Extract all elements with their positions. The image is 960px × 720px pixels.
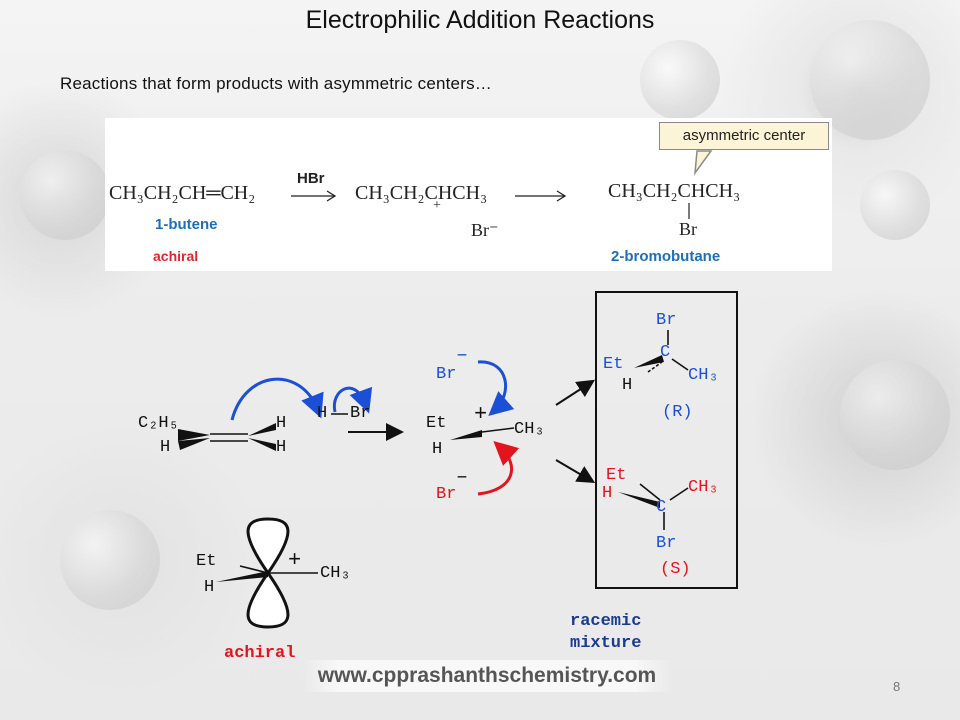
product-formula: CH₃CH₂CHCH₃ [608, 180, 741, 202]
product-arrow-s [555, 459, 596, 484]
wedge-bond [248, 438, 276, 451]
slide-subtitle: Reactions that form products with asymme… [60, 74, 492, 93]
reactant-formula: CH₃CH₂CH═CH₂ [109, 182, 256, 204]
reaction-arrows [291, 150, 713, 219]
background-bubble [840, 360, 950, 470]
s-product-carbon: C [656, 498, 667, 517]
cation-charge: + [474, 402, 488, 427]
footer-url[interactable]: www.cpprashanthschemistry.com [302, 660, 672, 692]
planar-charge: + [288, 548, 302, 573]
single-bond [481, 427, 515, 433]
cation-ethyl: Et [426, 414, 447, 433]
intermediate-formula: CH₃CH₂CHCH₃ [355, 182, 488, 204]
page-number: 8 [893, 679, 901, 694]
reactant-name: 1-butene [155, 216, 218, 233]
s-product-methyl: CH₃ [688, 478, 719, 497]
wedge-bond [450, 430, 482, 440]
single-bond [639, 483, 661, 501]
racemic-products-box [595, 291, 738, 589]
alkene-h-bottom-right: H [276, 438, 287, 457]
s-product-bromine: Br [656, 534, 677, 553]
alkene-ethyl: C₂H₅ [138, 414, 179, 433]
wedge-bond [248, 423, 276, 436]
reaction-panel: asymmetric center CH₃CH₂CH═CH₂ HBr CH₃CH… [105, 118, 832, 271]
s-configuration-label: (S) [660, 560, 691, 579]
wedge-bond [178, 429, 210, 441]
bromide-bottom: Br [436, 485, 457, 504]
p-orbital-bottom-lobe [246, 570, 290, 629]
racemic-label-line2: mixture [570, 634, 642, 653]
bromide-ion: Br⁻ [471, 220, 499, 240]
product-bromine: Br [679, 219, 697, 239]
asymmetric-center-callout: asymmetric center [659, 122, 829, 150]
carbocation-charge: + [433, 198, 441, 213]
planar-achiral-label: achiral [224, 644, 296, 663]
r-product-methyl: CH₃ [688, 366, 719, 385]
reagent-label: HBr [297, 170, 325, 187]
background-bubble [640, 40, 720, 120]
curved-arrow-blue [332, 386, 373, 414]
r-configuration-label: (R) [662, 403, 693, 422]
s-product-ethyl: Et [606, 466, 627, 485]
alkene-h-top-right: H [276, 414, 287, 433]
product-name: 2-bromobutane [611, 248, 721, 265]
racemic-label-line1: racemic [570, 612, 642, 631]
callout-pointer [694, 150, 713, 176]
reactant-chirality: achiral [153, 248, 199, 264]
curved-arrow-blue [230, 377, 324, 421]
planar-methyl: CH₃ [320, 564, 351, 583]
r-product-carbon: C [660, 343, 671, 362]
bromide-bottom-charge: – [456, 466, 469, 489]
wedge-bond [178, 438, 210, 450]
cation-methyl: CH₃ [514, 420, 545, 439]
reagent-hydrogen: H [317, 404, 328, 423]
slide-title: Electrophilic Addition Reactions [305, 6, 655, 34]
reagent-bromine: Br [350, 404, 371, 423]
r-product-ethyl: Et [603, 355, 624, 374]
product-arrow-r [555, 379, 596, 406]
bromide-top-charge: – [456, 344, 469, 367]
alkene-h-left: H [160, 438, 171, 457]
r-product-hydrogen: H [622, 376, 633, 395]
wedge-bond [634, 355, 664, 368]
s-product-hydrogen: H [602, 484, 613, 503]
wedge-bond [216, 571, 268, 582]
background-bubble [20, 150, 110, 240]
curved-arrow-blue [477, 360, 515, 416]
r-product-bromine: Br [656, 311, 677, 330]
p-orbital-top-lobe [246, 517, 290, 576]
planar-hydrogen: H [204, 578, 215, 597]
curved-arrow-red [477, 440, 520, 496]
background-bubble [60, 510, 160, 610]
cation-hydrogen: H [432, 440, 443, 459]
wedge-bond [618, 492, 660, 508]
bromide-top: Br [436, 365, 457, 384]
planar-ethyl: Et [196, 552, 217, 571]
background-bubble [860, 170, 930, 240]
